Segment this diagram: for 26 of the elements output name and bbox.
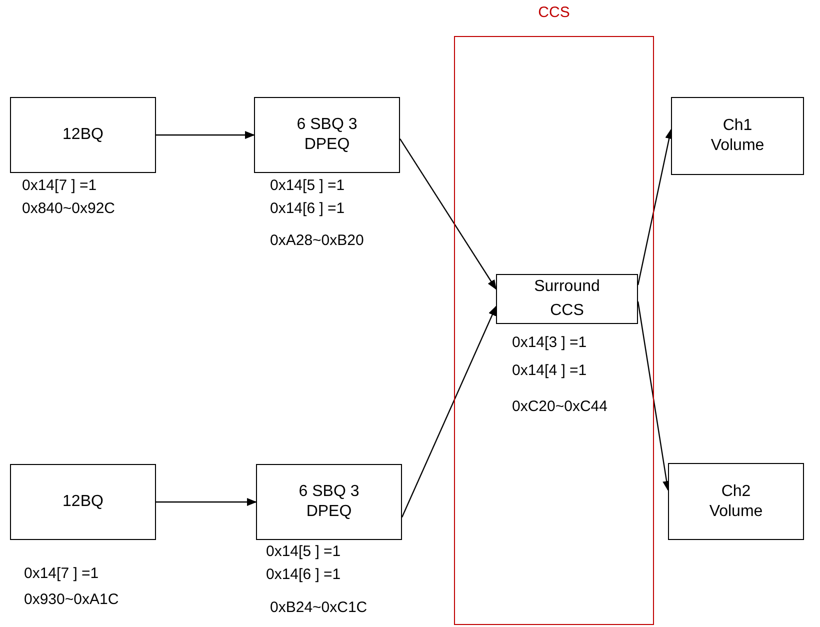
register-note: 0x14[7 ] =1 [22, 177, 97, 196]
register-note: 0x14[6 ] =1 [270, 200, 345, 219]
register-note: 0x14[4 ] =1 [512, 362, 587, 381]
process-box: 12BQ [10, 97, 156, 173]
process-box: 12BQ [10, 464, 156, 540]
register-note: 0xC20~0xC44 [512, 398, 608, 417]
process-box: 6 SBQ 3 DPEQ [256, 464, 402, 540]
arrow [637, 128, 674, 286]
process-box: Ch1 Volume [671, 97, 804, 175]
register-note: 0x930~0xA1C [24, 591, 119, 610]
region-title: CCS [538, 5, 570, 20]
register-note: 0xA28~0xB20 [270, 232, 364, 251]
register-note: 0x14[6 ] =1 [266, 566, 341, 585]
register-note: 0x14[3 ] =1 [512, 334, 587, 353]
arrow [400, 138, 497, 290]
process-box: Surround CCS [496, 274, 638, 324]
register-note: 0x14[5 ] =1 [266, 543, 341, 562]
process-box: Ch2 Volume [668, 463, 804, 540]
arrow [156, 131, 255, 139]
register-note: 0x14[7 ] =1 [24, 565, 99, 584]
register-note: 0x840~0x92C [22, 200, 115, 219]
register-note: 0x14[5 ] =1 [270, 177, 345, 196]
arrow [156, 498, 257, 506]
register-note: 0xB24~0xC1C [270, 599, 368, 618]
process-box: 6 SBQ 3 DPEQ [254, 97, 400, 173]
arrow [401, 306, 497, 518]
